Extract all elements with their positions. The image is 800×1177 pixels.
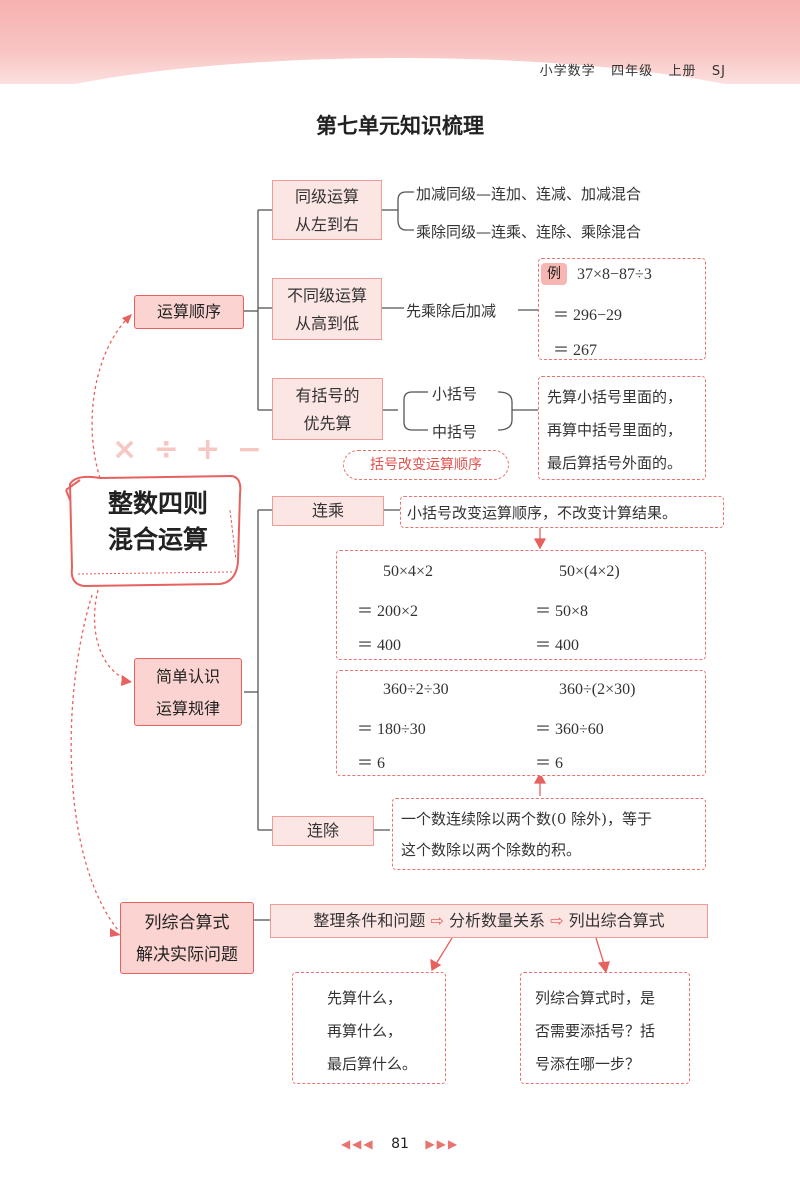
center-frame xyxy=(65,474,242,588)
left-triangles-icon: ◀◀◀ xyxy=(340,1137,375,1151)
mult-note-box: 小括号改变运算顺序，不改变计算结果。 xyxy=(400,496,724,528)
example-box: 例 37×8−87÷3 ＝ 296−29 ＝ 267 xyxy=(538,258,706,360)
order-of-operations-box: 运算顺序 xyxy=(134,295,244,329)
header-grade: 四年级 xyxy=(611,64,654,79)
example-line2: ＝ 296−29 xyxy=(553,307,623,324)
mul-div-first-rule: 先乘除后加减 xyxy=(406,302,497,320)
bracket-q2: 否需要添括号？括 xyxy=(535,1022,656,1040)
brackets-box: 有括号的 优先算 xyxy=(272,378,383,440)
div-b2: ＝ 360÷60 xyxy=(535,721,604,738)
div-b1: 360÷(2×30) xyxy=(559,681,636,698)
same-level-line2: 从左到右 xyxy=(294,215,359,234)
bracket-questions-box: 列综合算式时，是 否需要添括号？括 号添在哪一步？ xyxy=(520,972,690,1084)
math-symbols-decoration: × ÷ + − xyxy=(112,432,265,467)
page-title: 第七单元知识梳理 xyxy=(316,114,484,138)
mult-b1: 50×(4×2) xyxy=(559,563,620,580)
step-arrow-icon: ⇨ xyxy=(550,911,564,930)
step-organize: 整理条件和问题 xyxy=(313,911,426,930)
div-a1: 360÷2÷30 xyxy=(383,681,449,698)
mult-b3: ＝ 400 xyxy=(535,637,580,654)
mult-example-box: 50×4×2 ＝ 200×2 ＝ 400 50×(4×2) ＝ 50×8 ＝ 4… xyxy=(336,550,706,660)
div-note-2: 这个数除以两个除数的积。 xyxy=(401,841,582,859)
diff-level-line2: 从高到低 xyxy=(294,314,359,333)
mult-a3: ＝ 400 xyxy=(357,637,402,654)
bracket-q1: 列综合算式时，是 xyxy=(535,989,656,1007)
same-level-box: 同级运算 从左到右 xyxy=(272,180,382,240)
example-line3: ＝ 267 xyxy=(553,342,598,359)
div-a3: ＝ 6 xyxy=(357,755,386,772)
order-questions-box: 先算什么， 再算什么， 最后算什么。 xyxy=(292,972,446,1084)
mult-a1: 50×4×2 xyxy=(383,563,434,580)
brackets-line1: 有括号的 xyxy=(295,386,360,405)
div-b3: ＝ 6 xyxy=(535,755,564,772)
order-q1: 先算什么， xyxy=(327,989,403,1007)
example-line1: 37×8−87÷3 xyxy=(577,266,652,283)
mult-b2: ＝ 50×8 xyxy=(535,603,589,620)
order-label: 运算顺序 xyxy=(156,302,221,321)
word-problem-line1: 列综合算式 xyxy=(144,913,230,933)
page-number: 81 xyxy=(391,1136,409,1152)
laws-line1: 简单认识 xyxy=(155,667,220,686)
order-q3: 最后算什么。 xyxy=(327,1055,418,1073)
add-sub-rule: 加减同级—连加、连减、加减混合 xyxy=(416,185,642,203)
same-level-line1: 同级运算 xyxy=(294,187,359,206)
div-note-1: 一个数连续除以两个数(0 除外)，等于 xyxy=(401,810,653,828)
center-line2: 混合运算 xyxy=(107,525,208,554)
step-arrow-icon: ⇨ xyxy=(430,911,444,930)
bracket-explain-1: 先算小括号里面的， xyxy=(547,388,683,406)
mul-div-rule: 乘除同级—连乘、连除、乘除混合 xyxy=(416,223,642,241)
brackets-line2: 优先算 xyxy=(303,414,352,433)
header-edition: SJ xyxy=(711,64,726,79)
right-triangles-icon: ▶▶▶ xyxy=(425,1137,460,1151)
bracket-note-pill: 括号改变运算顺序 xyxy=(343,450,509,480)
div-note-box: 一个数连续除以两个数(0 除外)，等于 这个数除以两个除数的积。 xyxy=(392,798,706,870)
div-a2: ＝ 180÷30 xyxy=(357,721,426,738)
laws-of-operations-box: 简单认识 运算规律 xyxy=(134,658,242,726)
continuous-mult-box: 连乘 xyxy=(272,496,384,526)
laws-line2: 运算规律 xyxy=(155,699,220,718)
header-volume: 上册 xyxy=(668,64,697,79)
mult-a2: ＝ 200×2 xyxy=(357,603,419,620)
steps-bar: 整理条件和问题 ⇨ 分析数量关系 ⇨ 列出综合算式 xyxy=(270,904,708,938)
word-problem-box: 列综合算式 解决实际问题 xyxy=(120,902,254,974)
running-header: 小学数学 四年级 上册 SJ xyxy=(540,60,726,79)
bracket-explain-3: 最后算括号外面的。 xyxy=(547,454,683,472)
step-analyze: 分析数量关系 xyxy=(448,911,545,930)
diff-level-line1: 不同级运算 xyxy=(286,286,367,305)
continuous-div-box: 连除 xyxy=(272,816,374,846)
page-footer: ◀◀◀ 81 ▶▶▶ xyxy=(0,1136,800,1152)
order-q2: 再算什么， xyxy=(327,1022,403,1040)
div-example-box: 360÷2÷30 ＝ 180÷30 ＝ 6 360÷(2×30) ＝ 360÷6… xyxy=(336,670,706,776)
small-bracket-label: 小括号 xyxy=(432,385,478,403)
example-tag: 例 xyxy=(541,263,567,285)
bracket-q3: 号添在哪一步？ xyxy=(535,1055,641,1073)
middle-bracket-label: 中括号 xyxy=(432,423,478,441)
bracket-explain-box: 先算小括号里面的， 再算中括号里面的， 最后算括号外面的。 xyxy=(538,376,706,480)
header-subject: 小学数学 xyxy=(539,64,596,79)
center-line1: 整数四则 xyxy=(107,489,208,518)
step-write: 列出综合算式 xyxy=(568,911,665,930)
word-problem-line2: 解决实际问题 xyxy=(136,945,238,965)
center-topic: 整数四则 混合运算 xyxy=(78,486,238,558)
diff-level-box: 不同级运算 从高到低 xyxy=(272,278,382,340)
bracket-explain-2: 再算中括号里面的， xyxy=(547,421,683,439)
mult-note: 小括号改变运算顺序，不改变计算结果。 xyxy=(407,504,678,522)
